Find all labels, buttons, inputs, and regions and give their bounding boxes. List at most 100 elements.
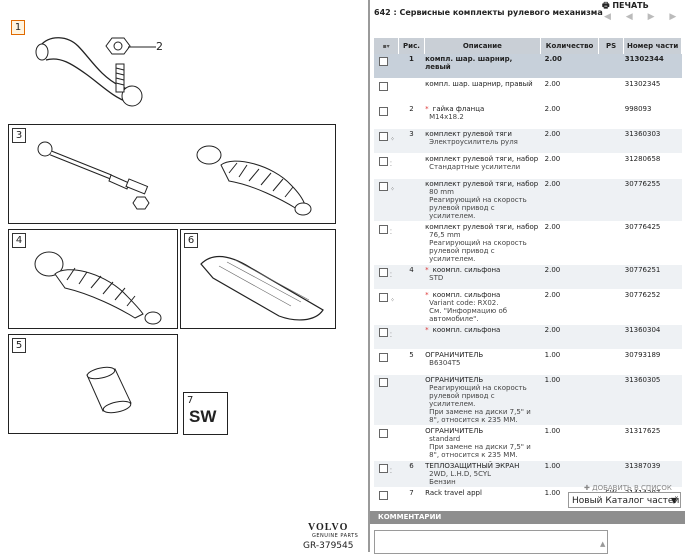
description-note: 80 mm [429,188,454,196]
description-cell: компл. шар. шарнир, правый [424,78,541,104]
col-qty[interactable]: Количество [540,38,599,54]
info-icon[interactable]: ⁚ [390,332,392,339]
part-number-cell[interactable]: 31302344 [623,54,682,79]
description-text: ТЕПЛОЗАЩИТНЫЙ ЭКРАН [425,462,520,470]
callout-7[interactable]: 7 [187,395,194,406]
ps-cell [598,289,624,325]
info-icon[interactable]: ⁘ [390,186,396,193]
part-number-cell[interactable]: 31302345 [623,78,682,104]
ps-cell [598,103,624,129]
part-number-cell[interactable]: 30776252 [623,289,682,325]
row-checkbox[interactable] [379,57,388,66]
info-icon[interactable]: ⁚ [390,272,392,279]
panel-divider[interactable] [368,0,370,552]
info-icon[interactable]: ⁘ [390,136,396,143]
callout-6[interactable]: 6 [184,233,198,248]
row-checkbox[interactable] [379,293,388,302]
part-number-cell[interactable]: 31317625 [623,425,682,461]
part-number-cell[interactable]: 30793189 [623,349,682,375]
row-checkbox[interactable] [379,464,388,473]
part-number-cell[interactable]: 998093 [623,103,682,129]
info-icon[interactable]: ⁚ [390,468,392,475]
resize-handle-icon[interactable]: ▲ [600,540,606,548]
callout-2[interactable]: 2 [156,40,163,53]
description-text: комплект рулевой тяги, набор [425,155,539,163]
genuine-parts-text: GENUINE PARTS [312,533,359,539]
row-checkbox[interactable] [379,132,388,141]
row-checkbox[interactable] [379,429,388,438]
steering-rod-drawing [37,141,312,216]
info-icon[interactable]: ⁚ [390,229,392,236]
description-note: M14x18.2 [429,113,464,121]
row-checkbox[interactable] [379,491,388,500]
part-number-cell[interactable]: 31387039 [623,460,682,488]
row-select-cell: ⁘ [374,178,399,222]
row-checkbox[interactable] [379,107,388,116]
info-icon[interactable]: ⁚ [390,161,392,168]
callout-3[interactable]: 3 [12,128,26,143]
fig-cell [398,374,425,426]
quantity-cell: 2.00 [540,103,599,129]
chevron-down-icon: ▼ [670,496,677,505]
fig-cell: 7 [398,487,425,513]
callout-5[interactable]: 5 [12,338,26,353]
info-icon[interactable]: ⁘ [390,297,396,304]
catalog-select[interactable]: Новый Каталог частей ▼ [568,492,681,508]
print-link[interactable]: 🖶 ПЕЧАТЬ [602,1,649,10]
row-checkbox[interactable] [379,378,388,387]
table-header-row: ▪▾ Рис. Описание Количество PS Номер час… [374,38,682,54]
row-checkbox[interactable] [379,225,388,234]
row-checkbox[interactable] [379,82,388,91]
callout-1[interactable]: 1 [11,20,25,35]
fig-cell [398,289,425,325]
part-number-cell[interactable]: 31280658 [623,153,682,179]
row-checkbox[interactable] [379,182,388,191]
callout-4[interactable]: 4 [12,233,26,248]
row-select-cell [374,374,399,426]
col-partno[interactable]: Номер части [623,38,682,54]
part-number-cell[interactable]: 31360304 [623,324,682,350]
part-number-cell[interactable]: 30776251 [623,264,682,290]
description-text: ОГРАНИЧИТЕЛЬ [425,376,484,384]
part-number-cell[interactable]: 30776255 [623,178,682,222]
row-select-cell: ⁚ [374,324,399,350]
col-fig[interactable]: Рис. [398,38,425,54]
col-ps[interactable]: PS [598,38,625,54]
row-checkbox[interactable] [379,353,388,362]
row-checkbox[interactable] [379,268,388,277]
row-select-cell: ⁚ [374,153,399,179]
row-checkbox[interactable] [379,157,388,166]
part-number-cell[interactable]: 31360303 [623,128,682,154]
select-all-icon: ▪▾ [382,43,390,50]
part-number-cell[interactable]: 31360305 [623,374,682,426]
part-number-cell[interactable]: 30776425 [623,221,682,265]
add-to-list-link[interactable]: ✚ ДОБАВИТЬ В СПИСОК [584,484,672,492]
col-desc[interactable]: Описание [424,38,542,54]
comments-textarea[interactable] [374,530,608,554]
limiter-sleeve-drawing [86,366,132,414]
row-checkbox[interactable] [379,328,388,337]
star-icon: * [425,291,429,299]
fig-cell [398,78,425,104]
pager-arrows[interactable]: ◀ ◀ ▶ ▶ [604,12,683,22]
